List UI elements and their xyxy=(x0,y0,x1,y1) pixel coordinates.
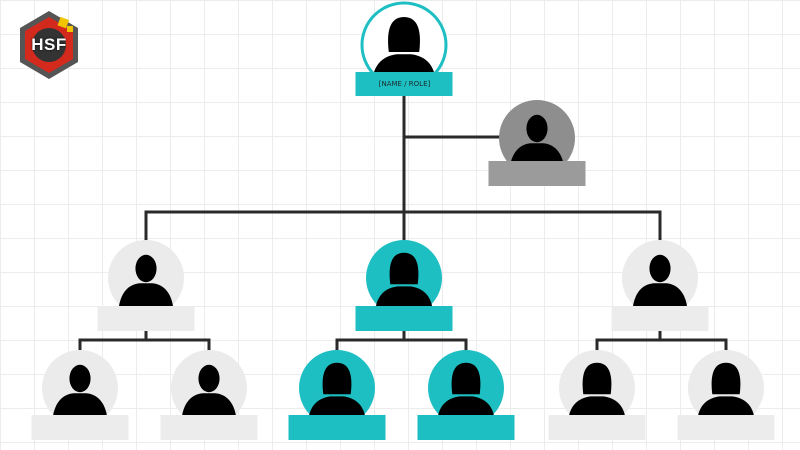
male-head-shape xyxy=(526,114,548,143)
female-shoulders-shape xyxy=(308,396,366,419)
report-node xyxy=(288,350,386,440)
name-label-box xyxy=(548,415,646,440)
female-shoulders-shape xyxy=(437,396,495,419)
male-head-shape xyxy=(649,254,671,283)
name-label-box xyxy=(355,72,453,96)
name-label-box xyxy=(160,415,258,440)
report-node xyxy=(31,350,129,440)
name-label-box xyxy=(97,306,195,331)
name-label-box xyxy=(417,415,515,440)
female-hair-shape xyxy=(388,17,420,52)
name-label-box xyxy=(288,415,386,440)
male-head-shape xyxy=(198,364,220,393)
female-hair-shape xyxy=(322,362,352,395)
female-shoulders-shape xyxy=(375,286,433,309)
female-hair-shape xyxy=(711,362,741,395)
manager-node xyxy=(611,240,709,331)
female-hair-shape xyxy=(389,252,419,285)
male-shoulders-shape xyxy=(181,393,237,419)
top-node-label: [NAME / ROLE] xyxy=(378,80,431,88)
female-hair-shape xyxy=(451,362,481,395)
male-head-shape xyxy=(69,364,91,393)
top-node xyxy=(355,1,453,96)
male-shoulders-shape xyxy=(118,283,174,309)
report-node xyxy=(160,350,258,440)
female-hair-shape xyxy=(582,362,612,395)
manager-node xyxy=(97,240,195,331)
female-shoulders-shape xyxy=(568,396,626,419)
report-node xyxy=(417,350,515,440)
male-shoulders-shape xyxy=(52,393,108,419)
male-head-shape xyxy=(135,254,157,283)
report-node xyxy=(677,350,775,440)
report-node xyxy=(548,350,646,440)
name-label-box xyxy=(488,161,586,186)
company-logo: HSF xyxy=(12,8,86,82)
name-label-box xyxy=(611,306,709,331)
logo-emblem xyxy=(20,11,78,79)
female-shoulders-shape xyxy=(697,396,755,419)
name-label-box xyxy=(31,415,129,440)
logo-text: HSF xyxy=(31,35,67,54)
manager-node xyxy=(355,240,453,331)
assistant-node xyxy=(488,100,586,186)
male-shoulders-shape xyxy=(632,283,688,309)
name-label-box xyxy=(355,306,453,331)
name-label-box xyxy=(677,415,775,440)
